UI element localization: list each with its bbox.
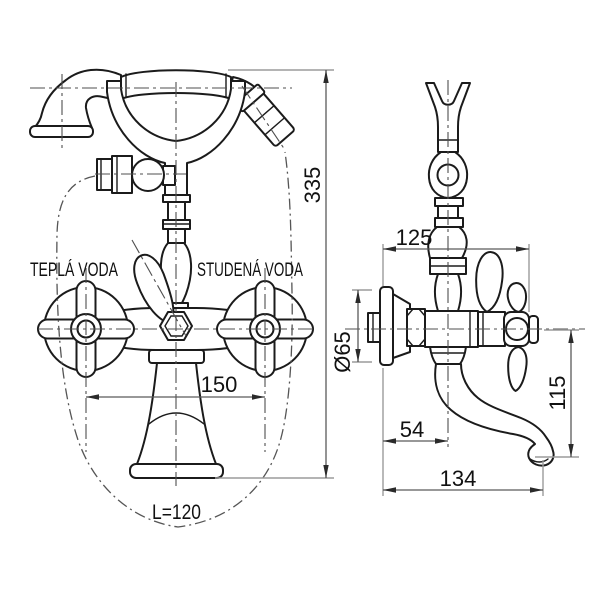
- eccentric-nut: [367, 312, 381, 343]
- shower-hose-loop: [56, 151, 293, 528]
- wall-flange: [367, 286, 411, 366]
- dim-depth-label: 125: [396, 225, 433, 250]
- dim-flange-diameter-label: Ø65: [330, 331, 355, 373]
- hot-water-label: TEPLÁ VODA: [30, 260, 118, 281]
- dimension-flange-diameter: Ø65: [330, 289, 372, 373]
- text-labels: TEPLÁ VODA STUDENÁ VODA L=120: [30, 260, 303, 524]
- dim-wall-to-axis-label: 54: [400, 417, 424, 442]
- dim-handle-spacing-label: 150: [201, 372, 238, 397]
- hose-length-label: L=120: [152, 501, 201, 524]
- dimension-spout-reach: 134: [383, 460, 544, 496]
- dim-overall-height-label: 335: [300, 167, 325, 204]
- dimension-handle-spacing: 150: [86, 372, 265, 400]
- side-view: [367, 82, 555, 467]
- dimension-wall-to-axis: 54: [382, 368, 448, 496]
- dimension-spout-height: 115: [535, 329, 579, 458]
- dimension-overall-height: 335: [215, 69, 334, 479]
- dimensions: 335 150 125 Ø65: [86, 69, 579, 496]
- dim-spout-reach-label: 134: [440, 466, 477, 491]
- centerlines: [30, 74, 585, 486]
- side-spout: [429, 346, 555, 467]
- dimension-depth: 125: [382, 225, 530, 312]
- side-hex-collar: [406, 308, 426, 347]
- dim-spout-height-label: 115: [545, 375, 570, 410]
- shower-head: [29, 68, 122, 138]
- cold-water-label: STUDENÁ VODA: [197, 260, 303, 281]
- diverter-lever: [133, 253, 175, 325]
